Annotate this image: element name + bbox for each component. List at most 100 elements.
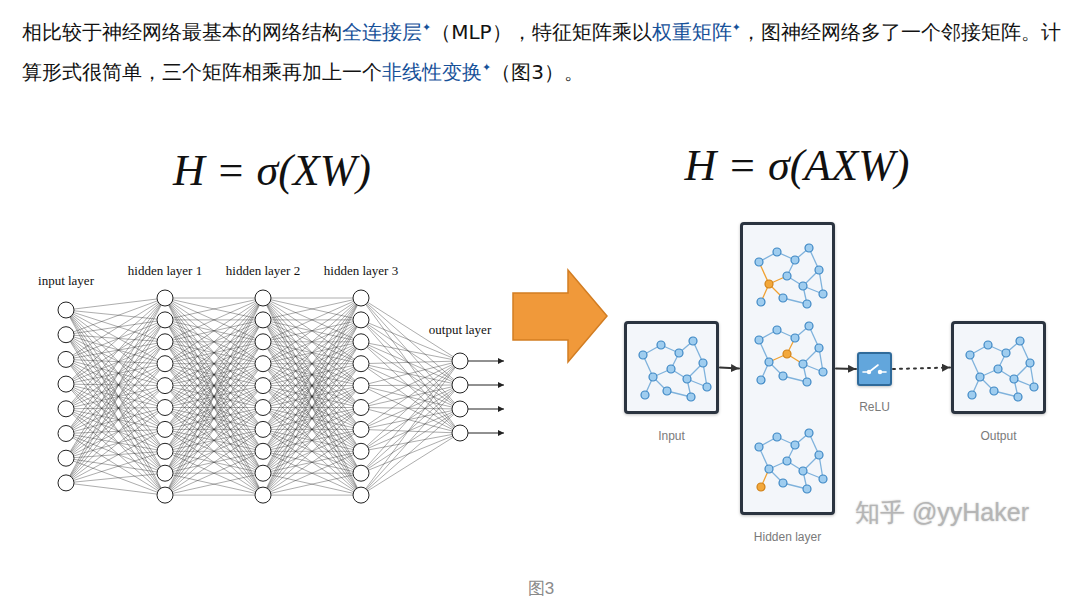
synapse-line bbox=[263, 298, 361, 364]
neuron bbox=[58, 426, 74, 442]
synapse-line bbox=[263, 386, 361, 496]
synapse-line bbox=[361, 361, 460, 364]
synapse-line bbox=[66, 298, 165, 483]
output-arrow bbox=[468, 433, 504, 434]
synapse-line bbox=[263, 320, 361, 495]
synapse-line bbox=[263, 495, 361, 496]
intro-paragraph: 相比较于神经网络最基本的网络结构全连接层✦（MLP），特征矩阵乘以权重矩阵✦，图… bbox=[22, 12, 1067, 92]
graph-vertex bbox=[703, 383, 711, 391]
graph-vertex bbox=[755, 258, 763, 266]
box-label: Output bbox=[980, 429, 1016, 443]
synapse-line bbox=[361, 409, 460, 429]
graph-vertex bbox=[683, 375, 691, 383]
graph-vertex bbox=[689, 337, 697, 345]
synapse-line bbox=[263, 429, 361, 495]
synapse-line bbox=[263, 342, 361, 495]
synapse-line bbox=[165, 364, 263, 495]
synapse-line bbox=[361, 361, 460, 408]
synapse-line bbox=[165, 298, 263, 451]
graph-vertex bbox=[1016, 337, 1024, 345]
synapse-line bbox=[263, 473, 361, 495]
synapse-line bbox=[263, 386, 361, 496]
synapse-line bbox=[263, 298, 361, 473]
neuron bbox=[157, 334, 173, 350]
graph-vertex bbox=[667, 365, 675, 373]
synapse-line bbox=[263, 451, 361, 495]
output-arrow bbox=[468, 409, 504, 410]
synapse-line bbox=[165, 298, 263, 473]
synapse-line bbox=[361, 361, 460, 473]
graph-vertex bbox=[779, 372, 787, 380]
body-text: （MLP），特征矩阵乘以 bbox=[431, 20, 651, 44]
neuron bbox=[255, 378, 271, 394]
synapse-line bbox=[165, 298, 263, 364]
graph-vertex bbox=[799, 360, 807, 368]
graph-icon bbox=[755, 429, 827, 493]
relu-box: ReLU bbox=[857, 352, 892, 386]
mlp-network bbox=[58, 290, 504, 503]
synapse-line bbox=[66, 429, 165, 483]
formula: H = σ(AXW) bbox=[685, 140, 910, 191]
neuron bbox=[255, 421, 271, 437]
graph-vertex bbox=[757, 376, 765, 384]
synapse-line bbox=[165, 298, 263, 495]
neuron bbox=[58, 475, 74, 491]
synapse-line bbox=[165, 429, 263, 495]
synapse-line bbox=[66, 408, 165, 483]
graph-vertex bbox=[791, 256, 799, 264]
graph-vertex bbox=[675, 349, 683, 357]
synapse-line bbox=[361, 433, 460, 473]
graph-vertex bbox=[765, 465, 773, 473]
figure-caption: 图3 bbox=[528, 577, 554, 600]
synapse-line bbox=[66, 320, 165, 483]
synapse-line bbox=[66, 359, 165, 495]
box-illustration bbox=[743, 225, 832, 512]
synapse-line bbox=[263, 298, 361, 386]
graph-vertex bbox=[976, 373, 984, 381]
neuron bbox=[452, 425, 468, 441]
synapse-line bbox=[66, 342, 165, 434]
layer-label: output layer bbox=[427, 322, 493, 338]
synapse-line bbox=[66, 451, 165, 483]
synapse-line bbox=[66, 408, 165, 409]
synapse-line bbox=[165, 298, 263, 299]
graph-vertex bbox=[984, 341, 992, 349]
synapse-line bbox=[165, 298, 263, 495]
neuron bbox=[255, 487, 271, 503]
graph-vertex bbox=[805, 322, 813, 330]
box-frame bbox=[857, 352, 892, 386]
box-illustration bbox=[859, 354, 888, 382]
neuron bbox=[353, 290, 369, 306]
synapse-line bbox=[66, 364, 165, 409]
link-text: 全连接层 bbox=[342, 20, 422, 44]
graph-vertex bbox=[815, 344, 823, 352]
box-illustration bbox=[627, 324, 716, 411]
synapse-line bbox=[361, 361, 460, 386]
graph-icon bbox=[755, 322, 827, 386]
synapse-line bbox=[361, 409, 460, 451]
synapse-line bbox=[263, 473, 361, 495]
synapse-line bbox=[66, 310, 165, 495]
synapse-line bbox=[361, 364, 460, 409]
neuron bbox=[58, 450, 74, 466]
synapse-line bbox=[263, 364, 361, 495]
graph-vertex bbox=[819, 475, 827, 483]
neuron bbox=[157, 356, 173, 372]
flow-arrow bbox=[720, 368, 739, 369]
synapse-line bbox=[361, 409, 460, 495]
synapse-line bbox=[361, 386, 460, 409]
synapse-line bbox=[66, 298, 165, 359]
synapse-line bbox=[66, 458, 165, 495]
synapse-line bbox=[66, 320, 165, 409]
graph-vertex bbox=[757, 483, 765, 491]
graph-vertex bbox=[803, 378, 811, 386]
link-text: 非线性变换 bbox=[382, 60, 482, 84]
synapse-line bbox=[165, 298, 263, 342]
graph-vertex bbox=[663, 387, 671, 395]
layer-label: hidden layer 1 bbox=[126, 263, 204, 279]
neuron bbox=[255, 465, 271, 481]
graph-vertex bbox=[779, 479, 787, 487]
synapse-line bbox=[361, 342, 460, 409]
synapse-line bbox=[165, 298, 263, 408]
synapse-line bbox=[165, 408, 263, 496]
